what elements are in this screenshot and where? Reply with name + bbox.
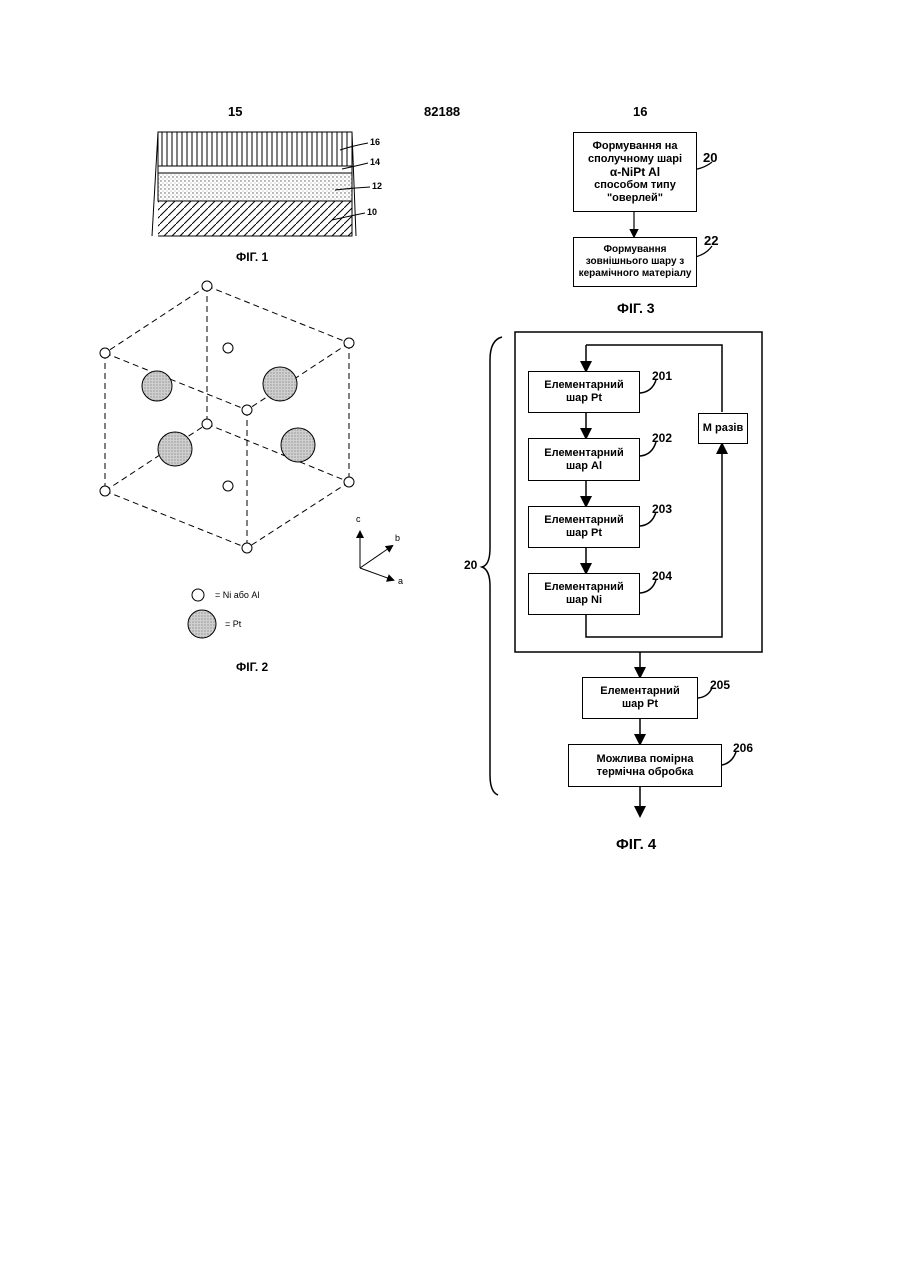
step-203-line1: Елементарний <box>544 514 623 527</box>
fig3-box1-line3: α-NiPt Al <box>610 166 660 179</box>
fig4-step-203: Елементарний шар Pt <box>528 506 640 548</box>
step-201-line1: Елементарний <box>544 379 623 392</box>
fig4-brace-ref-20: 20 <box>464 558 477 572</box>
fig3-box2-line1: Формування <box>604 244 667 256</box>
fig4-ref-203: 203 <box>652 502 672 516</box>
fig3-ref-22: 22 <box>704 233 718 248</box>
step-203-line2: шар Pt <box>566 527 602 540</box>
axis-b-label: b <box>395 533 400 543</box>
fig4-ref-201: 201 <box>652 369 672 383</box>
fig4-ref-206: 206 <box>733 741 753 755</box>
fig1-ref-14: 14 <box>370 157 380 167</box>
fig4-ref-205: 205 <box>710 678 730 692</box>
fig4-loop-box: M разів <box>698 413 748 444</box>
step-201-line2: шар Pt <box>566 392 602 405</box>
fig1-ref-16: 16 <box>370 137 380 147</box>
fig4-step-205: Елементарний шар Pt <box>582 677 698 719</box>
step-204-line2: шар Ni <box>566 594 602 607</box>
fig3-box1-line4: способом типу <box>594 179 676 192</box>
fig3-caption: ФІГ. 3 <box>617 300 655 316</box>
fig4-ref-202: 202 <box>652 431 672 445</box>
fig4-step-202: Елементарний шар Al <box>528 438 640 481</box>
step-205-line1: Елементарний <box>600 685 679 698</box>
fig4-step-206: Можлива помірна термічна обробка <box>568 744 722 787</box>
fig3-box2-line2: зовнішнього шару з <box>586 256 685 268</box>
fig1-ref-10: 10 <box>367 207 377 217</box>
step-206-line2: термічна обробка <box>597 766 694 779</box>
step-206-line1: Можлива помірна <box>597 753 694 766</box>
fig2-unit-cell <box>100 281 393 638</box>
step-204-line1: Елементарний <box>544 581 623 594</box>
step-205-line2: шар Pt <box>622 698 658 711</box>
fig3-box2-line3: керамічного матеріалу <box>579 268 692 280</box>
step-202-line1: Елементарний <box>544 447 623 460</box>
fig1-ref-12: 12 <box>372 181 382 191</box>
fig3-box1-line5: "оверлей" <box>607 192 663 205</box>
fig1-caption: ФІГ. 1 <box>236 250 268 264</box>
fig3-ref-20: 20 <box>703 150 717 165</box>
fig3-box1-line1: Формування на <box>592 140 677 153</box>
fig4-step-204: Елементарний шар Ni <box>528 573 640 615</box>
fig3-box-ceramic: Формування зовнішнього шару з керамічног… <box>573 237 697 287</box>
fig4-step-201: Елементарний шар Pt <box>528 371 640 413</box>
fig4-caption: ФІГ. 4 <box>616 836 656 853</box>
legend-ni-al: = Ni або Al <box>215 590 259 600</box>
fig2-caption: ФІГ. 2 <box>236 660 268 674</box>
step-202-line2: шар Al <box>566 460 602 473</box>
fig4-ref-204: 204 <box>652 569 672 583</box>
axis-c-label: c <box>356 514 361 524</box>
legend-pt: = Pt <box>225 619 241 629</box>
loop-label: M разів <box>703 422 743 435</box>
fig1-cross-section <box>152 132 370 236</box>
axis-a-label: a <box>398 576 403 586</box>
fig3-box1-line2: сполучному шарі <box>588 153 682 166</box>
fig3-box-overlay: Формування на сполучному шарі α-NiPt Al … <box>573 132 697 212</box>
